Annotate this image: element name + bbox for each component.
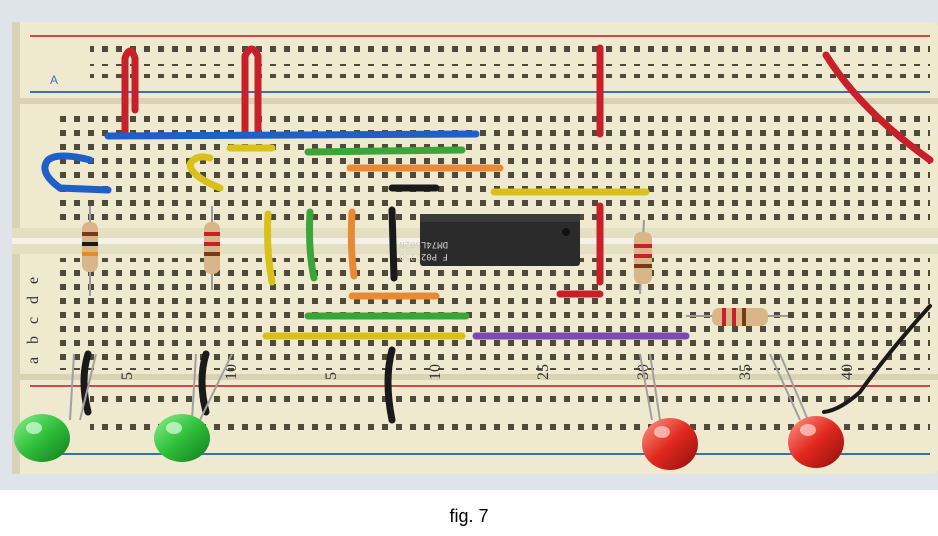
ic-chip: DM74LS02N F P02125D [399,214,580,266]
resistor [82,206,98,296]
rail-letter: A [50,73,58,87]
column-number: 40 [839,364,856,380]
green-led [154,353,233,462]
leds [14,353,844,470]
row-letter: e [25,277,42,284]
red-jumpers [121,44,934,298]
green-led [14,353,97,462]
top-power-rail [30,35,930,93]
row-letters: e d c b a [25,277,42,364]
row-letter: a [25,357,42,364]
breadcboard-photo: A e d c b a 5 10 5 10 25 30 35 40 [0,0,938,490]
bottom-power-rail [30,385,930,455]
column-number: 35 [737,364,754,380]
row-letter: c [25,317,42,324]
column-number: 25 [535,364,552,380]
resistor [634,219,652,295]
column-number: 5 [323,372,340,380]
resistors [82,206,788,326]
jumper-wires [41,130,932,424]
resistor [204,206,220,290]
column-number: 10 [427,364,444,380]
row-letter: d [25,296,42,304]
column-number: 5 [119,372,136,380]
chip-marking: DM74LS02N [399,239,448,249]
row-letter: b [25,336,42,344]
red-led [639,353,698,470]
chip-marking: F P02125D [399,251,448,261]
resistor [686,308,788,326]
figure-caption: fig. 7 [449,506,489,526]
red-led [769,353,844,468]
column-number: 10 [223,364,240,380]
